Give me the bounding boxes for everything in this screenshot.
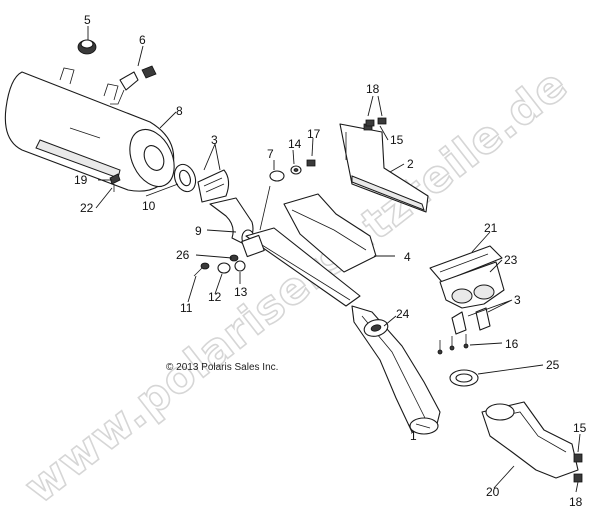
callout-26: 26 [176, 248, 190, 262]
callout-24: 24 [396, 307, 410, 321]
callout-labels: 5 6 8 3 7 14 17 18 15 2 19 22 10 9 4 26 … [74, 13, 587, 509]
callout-22: 22 [80, 201, 94, 215]
callout-18-lower: 18 [569, 495, 583, 509]
fastener-15-18-lower [573, 453, 583, 483]
heat-shield-long [241, 185, 361, 307]
callout-13: 13 [234, 285, 248, 299]
copyright-notice: © 2013 Polaris Sales Inc. [166, 362, 278, 373]
callout-25: 25 [546, 358, 560, 372]
manifold-23 [439, 261, 505, 309]
callout-2: 2 [407, 157, 414, 171]
callout-23: 23 [504, 253, 518, 267]
callout-7: 7 [267, 147, 274, 161]
callout-21: 21 [484, 221, 498, 235]
bolt-19-22 [109, 173, 121, 192]
callout-15-lower: 15 [573, 421, 587, 435]
gasket-25 [449, 369, 479, 387]
spring-clamp-3-lower [451, 307, 491, 335]
callout-16: 16 [505, 337, 519, 351]
callout-3-upper: 3 [211, 133, 218, 147]
muffler [4, 67, 175, 192]
header-plate-21 [429, 245, 503, 283]
callout-17: 17 [307, 127, 321, 141]
spring-clamp-3-upper [197, 169, 230, 203]
heat-shield-4 [283, 193, 377, 273]
washer-7 [269, 170, 285, 182]
callout-6: 6 [139, 33, 146, 47]
callout-11: 11 [180, 301, 193, 315]
callout-9: 9 [195, 224, 202, 238]
bracket-2 [339, 123, 429, 213]
callout-18-upper: 18 [366, 82, 380, 96]
grommet-5 [77, 39, 97, 55]
nut-14 [290, 165, 302, 175]
rear-pipe-20 [481, 401, 579, 479]
header-pipe-1 [351, 305, 441, 435]
callout-20: 20 [486, 485, 500, 499]
clamp-24 [363, 319, 389, 337]
studs-16 [437, 334, 469, 355]
callout-4: 4 [404, 250, 411, 264]
bracket-6 [110, 65, 157, 105]
bolt-17 [306, 159, 316, 167]
callout-12: 12 [208, 290, 222, 304]
callout-14: 14 [288, 137, 302, 151]
callout-3-lower: 3 [514, 293, 521, 307]
callout-19: 19 [74, 173, 88, 187]
callout-15-upper: 15 [390, 133, 404, 147]
leader-lines [87, 26, 581, 493]
pipe-9 [209, 197, 255, 247]
pin-11 [193, 262, 210, 277]
callout-1: 1 [410, 429, 417, 443]
bushing-13 [234, 260, 246, 272]
fastener-18-15-upper [365, 117, 387, 127]
callout-5: 5 [84, 13, 91, 27]
gasket-10 [173, 163, 197, 193]
callout-8: 8 [176, 104, 183, 118]
callout-10: 10 [142, 199, 156, 213]
washer-12 [217, 262, 231, 274]
